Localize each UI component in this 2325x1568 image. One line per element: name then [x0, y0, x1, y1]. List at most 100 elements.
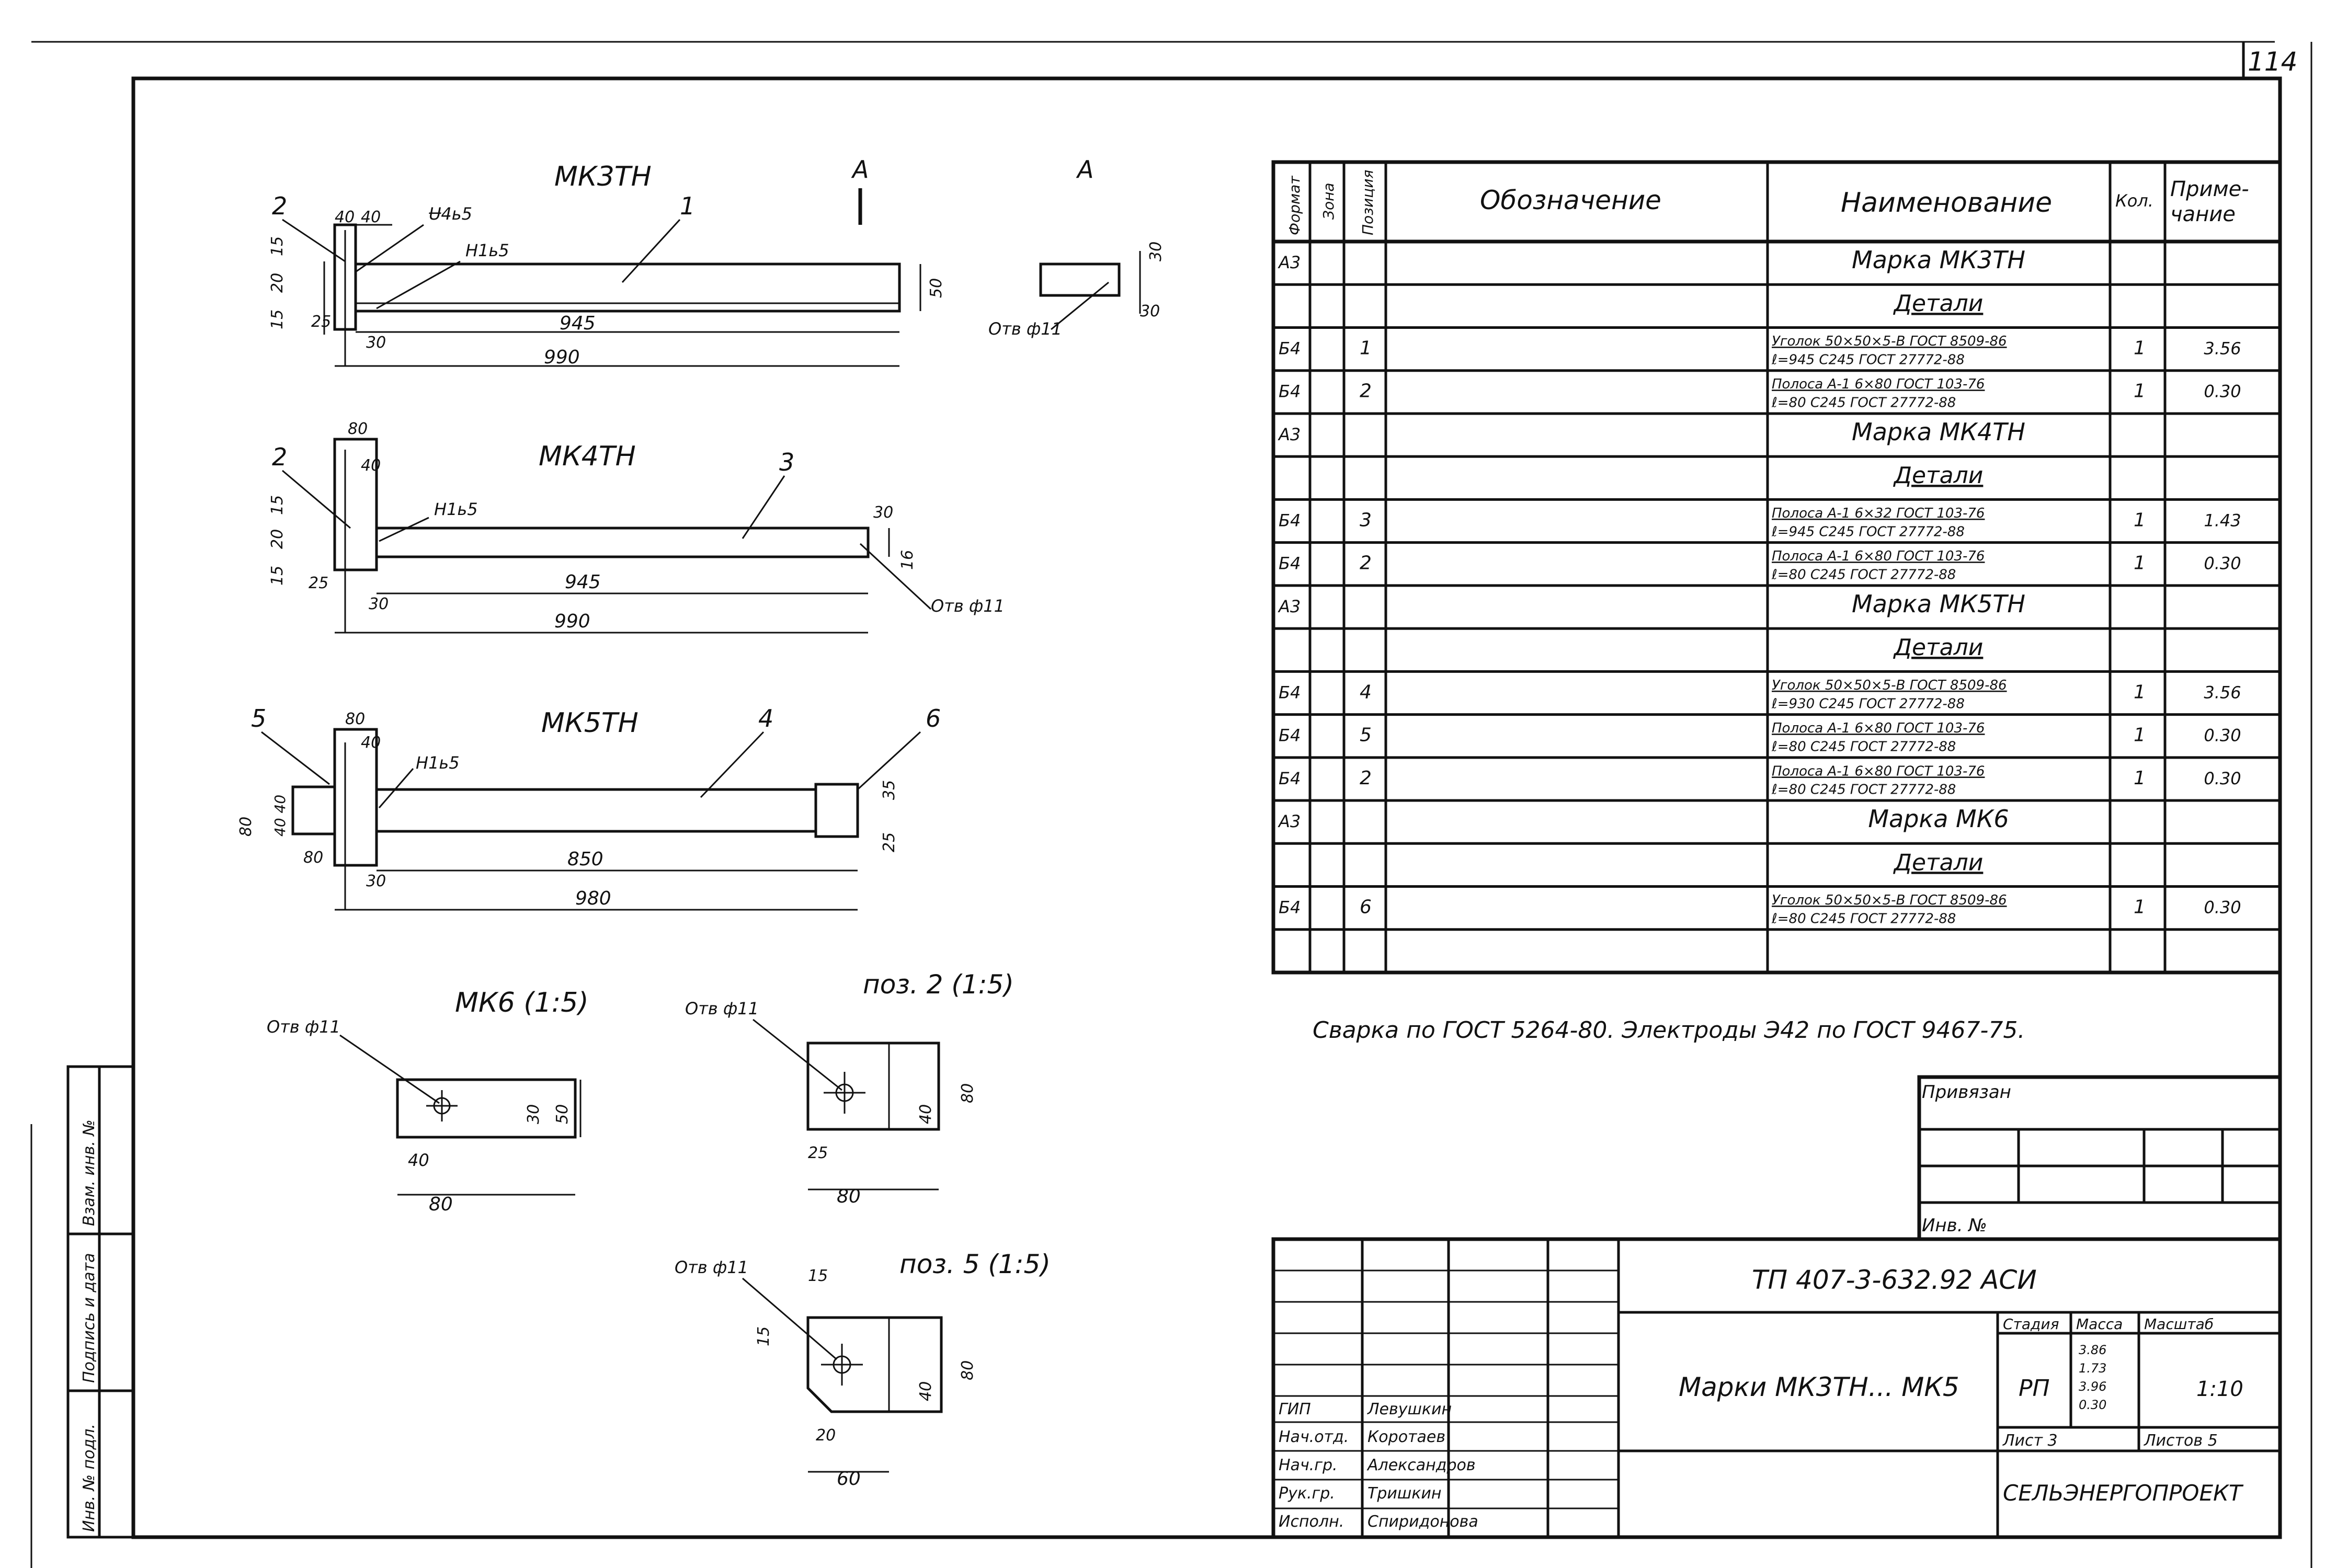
- mk4-hole: Отв ф11: [931, 596, 1005, 616]
- spec-cell-name-line1: Полоса А-1 6×80 ГОСТ 103-76: [1772, 548, 1985, 564]
- spec-cell-format: Б4: [1279, 898, 1301, 918]
- spec-cell-note: 0.30: [2204, 769, 2241, 788]
- title-mass-label: Масса: [2076, 1315, 2123, 1333]
- title-mass-4: 0.30: [2079, 1398, 2106, 1412]
- spec-cell-format: Б4: [1279, 769, 1301, 788]
- title-mass-2: 1.73: [2079, 1361, 2106, 1376]
- welding-note: Сварка по ГОСТ 5264-80. Электроды Э42 по…: [1313, 1017, 2025, 1044]
- spec-header-designation: Обозначение: [1480, 185, 1661, 215]
- mk5-dim-980: 980: [575, 888, 611, 909]
- mk4-dim-15: 15: [268, 566, 287, 586]
- mk5-dim-80-left: 80: [237, 817, 255, 837]
- title-stage-label: Стадия: [2003, 1315, 2059, 1333]
- poz5-dim-20: 20: [816, 1426, 836, 1445]
- spec-cell-note: 3.56: [2204, 682, 2241, 702]
- title-sheets: Листов 5: [2144, 1432, 2218, 1450]
- poz2-title: поз. 2 (1:5): [863, 969, 1014, 1000]
- spec-header-position: Позиция: [1359, 170, 1376, 235]
- title-code: ТП 407-3-632.92 АСИ: [1752, 1265, 2037, 1295]
- title-person-role: Исполн.: [1279, 1513, 1344, 1531]
- mk5-dim-850: 850: [567, 849, 603, 870]
- side-stamp: Взам. инв. № Подпись и дата Инв. № подл.: [66, 1065, 135, 1539]
- spec-cell-note: 0.30: [2204, 898, 2241, 918]
- section-a-dim-30a: 30: [1147, 242, 1165, 261]
- spec-header-format: Формат: [1286, 176, 1303, 235]
- mk3-pos-2: 2: [272, 192, 287, 220]
- poz2-dim-80-vertical: 80: [959, 1083, 977, 1103]
- spec-cell-name-line1: Полоса А-1 6×80 ГОСТ 103-76: [1772, 720, 1985, 736]
- spec-cell-name-line1: Уголок 50×50×5-В ГОСТ 8509-86: [1772, 892, 2007, 908]
- mk3-dim-40b: 40: [361, 208, 381, 226]
- spec-cell-note: 3.56: [2204, 338, 2241, 358]
- poz5-dim-80-vertical: 80: [959, 1360, 977, 1380]
- poz5-title: поз. 5 (1:5): [899, 1249, 1051, 1279]
- title-scale: 1:10: [2196, 1377, 2243, 1401]
- mk3-weld-2: Н1ь5: [465, 241, 509, 260]
- side-stamp-sign-date: Подпись и дата: [80, 1253, 98, 1383]
- spec-cell-name-line2: ℓ=80 С245 ГОСТ 27772-88: [1771, 395, 1956, 411]
- spec-header-qty: Кол.: [2115, 191, 2153, 211]
- mk4-weld: Н1ь5: [434, 499, 478, 519]
- spec-cell-mark: Марка МК3ТН: [1852, 246, 2025, 274]
- mk3-dim-990: 990: [544, 347, 580, 368]
- spec-cell-qty: 1: [2134, 509, 2146, 531]
- mk4-dim-25: 25: [309, 574, 328, 592]
- spec-cell-name-line2: ℓ=945 С245 ГОСТ 27772-88: [1771, 524, 1965, 540]
- mk3-dim-40a: 40: [335, 208, 355, 226]
- spec-cell-mark: Марка МК4ТН: [1852, 418, 2025, 446]
- title-person-role: Рук.гр.: [1279, 1484, 1335, 1503]
- spec-cell-name-line1: Полоса А-1 6×32 ГОСТ 103-76: [1772, 506, 1985, 521]
- section-a-hole: Отв ф11: [988, 319, 1062, 339]
- spec-header-name: Наименование: [1841, 187, 2052, 219]
- title-person-role: ГИП: [1279, 1400, 1311, 1418]
- spec-cell-mark: Марка МК5ТН: [1852, 590, 2025, 618]
- poz2-hole: Отв ф11: [685, 999, 759, 1018]
- spec-cell-position: 2: [1360, 553, 1372, 574]
- section-a-dim-30b: 30: [1140, 302, 1160, 321]
- mk3-dim-30: 30: [366, 334, 386, 352]
- spec-cell-name-line1: Уголок 50×50×5-В ГОСТ 8509-86: [1772, 678, 2007, 693]
- mk5-dim-40-40: 40 40: [271, 795, 289, 837]
- title-sheet: Лист 3: [2002, 1432, 2058, 1450]
- section-a-mark-2: А: [1076, 155, 1093, 184]
- title-person-name: Левушкин: [1367, 1400, 1452, 1418]
- mk5-pos-4: 4: [758, 704, 773, 733]
- spec-cell-format: А3: [1278, 253, 1301, 272]
- side-stamp-inv-orig: Инв. № подл.: [80, 1424, 98, 1532]
- drawing-poz2: поз. 2 (1:5) Отв ф11 40 80 25 80: [685, 969, 1014, 1207]
- spec-cell-name-line2: ℓ=80 С245 ГОСТ 27772-88: [1771, 567, 1956, 583]
- spec-cell-position: 5: [1360, 725, 1372, 746]
- mk4-dim-40: 40: [361, 456, 381, 475]
- mk3-dim-15: 15: [268, 310, 287, 329]
- mk6-dim-40: 40: [408, 1150, 429, 1170]
- spec-cell-qty: 1: [2134, 681, 2146, 703]
- spec-cell-details: Детали: [1893, 290, 1984, 317]
- mk5-dim-80-bottom: 80: [303, 849, 323, 867]
- spec-table: Формат Зона Позиция Обозначение Наименов…: [1271, 160, 2282, 975]
- title-person-name: Коротаев: [1367, 1428, 1445, 1446]
- spec-cell-mark: Марка МК6: [1868, 805, 2009, 833]
- spec-cell-name-line1: Полоса А-1 6×80 ГОСТ 103-76: [1772, 763, 1985, 779]
- spec-cell-note: 1.43: [2204, 510, 2241, 530]
- mk5-dim-35: 35: [880, 780, 898, 800]
- mk4-dim-20: 20: [268, 529, 287, 549]
- spec-cell-qty: 1: [2134, 897, 2146, 918]
- stamp-box-inv: Инв. №: [1922, 1215, 1987, 1236]
- mk6-hole: Отв ф11: [267, 1017, 340, 1037]
- mk5-dim-30: 30: [366, 872, 386, 890]
- drawing-mk5: МК5ТН 5 4 6 80 40 Н1ь5 80 40 40 80 30 85…: [237, 704, 941, 911]
- spec-cell-position: 3: [1360, 509, 1372, 531]
- poz5-dim-40: 40: [917, 1381, 935, 1401]
- spec-cell-position: 4: [1360, 681, 1372, 703]
- mk4-dim-80: 80: [348, 420, 368, 438]
- title-block: ТП 407-3-632.92 АСИ Марки МК3ТН... МК5 С…: [1271, 1237, 2282, 1539]
- mk6-dim-50: 50: [553, 1104, 572, 1124]
- spec-cell-qty: 1: [2134, 553, 2146, 574]
- poz5-dim-15b: 15: [755, 1326, 773, 1346]
- mk4-dim-945: 945: [565, 571, 601, 593]
- section-a-mark-1: А: [851, 155, 869, 184]
- spec-cell-format: А3: [1278, 425, 1301, 444]
- mk3-title: МК3ТН: [554, 161, 652, 192]
- spec-cell-qty: 1: [2134, 337, 2146, 359]
